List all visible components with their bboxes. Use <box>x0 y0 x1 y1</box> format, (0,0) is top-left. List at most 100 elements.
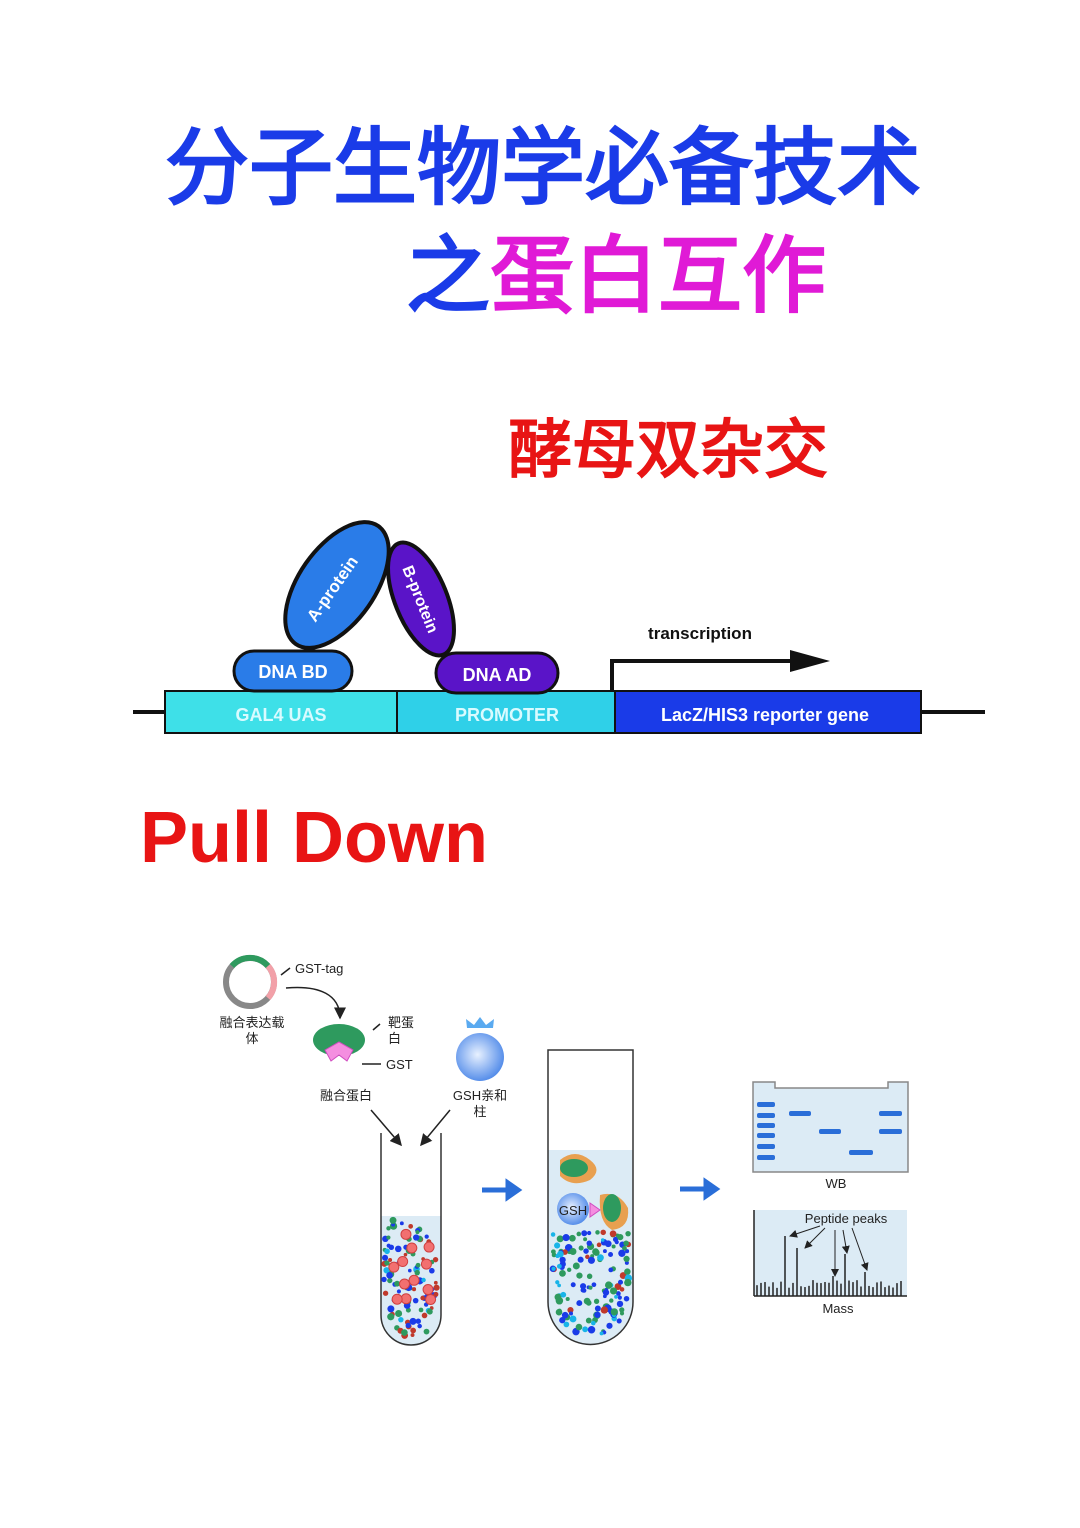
particle <box>619 1311 625 1316</box>
yeast-two-hybrid-diagram: GAL4 UAS PROMOTER LacZ/HIS3 reporter gen… <box>133 520 985 734</box>
particle <box>615 1233 620 1238</box>
particle <box>581 1230 588 1237</box>
particle <box>580 1283 587 1290</box>
pull-down-heading: Pull Down <box>140 798 488 878</box>
particle <box>616 1300 624 1308</box>
particle <box>557 1283 561 1288</box>
particle <box>614 1283 622 1290</box>
gst-label: GST <box>386 1057 413 1072</box>
particle <box>609 1287 618 1295</box>
test-tube-2: GSH <box>547 1049 634 1346</box>
fusion-particle <box>425 1293 437 1305</box>
title-prefix: 之 <box>406 227 490 325</box>
particle <box>600 1238 605 1242</box>
particle <box>617 1279 624 1285</box>
particle <box>591 1282 597 1288</box>
particle <box>624 1268 631 1275</box>
particle <box>424 1234 429 1239</box>
particle <box>386 1235 391 1240</box>
particle <box>586 1273 593 1280</box>
particle <box>421 1312 428 1319</box>
step-arrow-2 <box>680 1177 721 1201</box>
particle <box>410 1333 415 1338</box>
particle <box>414 1269 420 1276</box>
promoter-label: PROMOTER <box>455 705 559 725</box>
particle <box>387 1313 395 1321</box>
particle <box>569 1234 576 1242</box>
particle <box>594 1305 601 1312</box>
particle <box>575 1323 583 1331</box>
particle <box>562 1234 570 1242</box>
mass-label: Mass <box>822 1301 854 1316</box>
fusion-particle <box>400 1228 412 1240</box>
reporter-label: LacZ/HIS3 reporter gene <box>661 705 869 725</box>
western-blot-gel <box>752 1081 909 1173</box>
fusion-particle <box>398 1278 410 1290</box>
step-arrow-1 <box>482 1178 523 1202</box>
plasmid-icon <box>223 954 278 1009</box>
particle <box>418 1307 424 1313</box>
particle <box>623 1255 630 1262</box>
particle <box>386 1243 391 1248</box>
particle <box>586 1230 592 1236</box>
fusion-particle <box>388 1261 400 1273</box>
particle <box>617 1295 622 1300</box>
particle <box>429 1267 435 1274</box>
particle <box>597 1254 604 1261</box>
particle <box>409 1317 417 1325</box>
particle <box>559 1256 566 1264</box>
gal4-uas-label: GAL4 UAS <box>235 705 326 725</box>
particle <box>569 1315 577 1323</box>
particle <box>421 1277 426 1283</box>
particle <box>594 1311 601 1318</box>
particle <box>412 1297 419 1304</box>
particle <box>426 1308 433 1315</box>
particle <box>586 1240 593 1246</box>
particle <box>583 1248 589 1254</box>
particle <box>432 1256 439 1263</box>
particle <box>410 1327 417 1334</box>
particle <box>606 1322 613 1329</box>
particle <box>576 1231 582 1237</box>
particle <box>602 1289 610 1296</box>
particle <box>604 1281 613 1289</box>
particle <box>411 1287 417 1292</box>
particle <box>619 1307 625 1313</box>
particle <box>599 1331 604 1336</box>
particle <box>619 1287 625 1292</box>
particle <box>401 1329 408 1336</box>
particle <box>555 1308 563 1316</box>
vector-label-2: 体 <box>245 1031 258 1046</box>
particle <box>587 1325 596 1334</box>
particle <box>417 1323 422 1329</box>
particle <box>560 1291 567 1298</box>
title-line1: 分子生物学必备技术 <box>165 119 921 217</box>
particle <box>623 1295 630 1302</box>
particle <box>583 1297 591 1305</box>
title-line2: 之蛋白互作 <box>406 227 826 325</box>
particle <box>423 1328 430 1335</box>
target-protein-label-2: 白 <box>388 1031 401 1046</box>
particle <box>555 1280 560 1285</box>
gst-tag-label: GST-tag <box>295 961 343 976</box>
particle <box>563 1321 570 1328</box>
fusion-particle <box>423 1241 435 1253</box>
pull-down-diagram: GST-tag 融合表达载 体 靶蛋 白 GST 融合蛋白 GSH亲和 柱 <box>219 954 909 1346</box>
particle <box>413 1234 420 1241</box>
particle <box>415 1318 421 1324</box>
particle <box>561 1311 569 1319</box>
particle <box>608 1252 614 1258</box>
particle <box>396 1289 401 1294</box>
particle <box>387 1277 393 1284</box>
particle <box>608 1267 614 1273</box>
particle <box>576 1300 583 1307</box>
particle <box>566 1267 572 1273</box>
fusion-particle <box>391 1293 403 1305</box>
particle <box>565 1296 570 1302</box>
particle <box>394 1280 401 1287</box>
dna-ad-label: DNA AD <box>463 665 532 685</box>
particle <box>600 1229 606 1236</box>
transcription-label: transcription <box>648 624 752 643</box>
wb-label: WB <box>826 1176 847 1191</box>
